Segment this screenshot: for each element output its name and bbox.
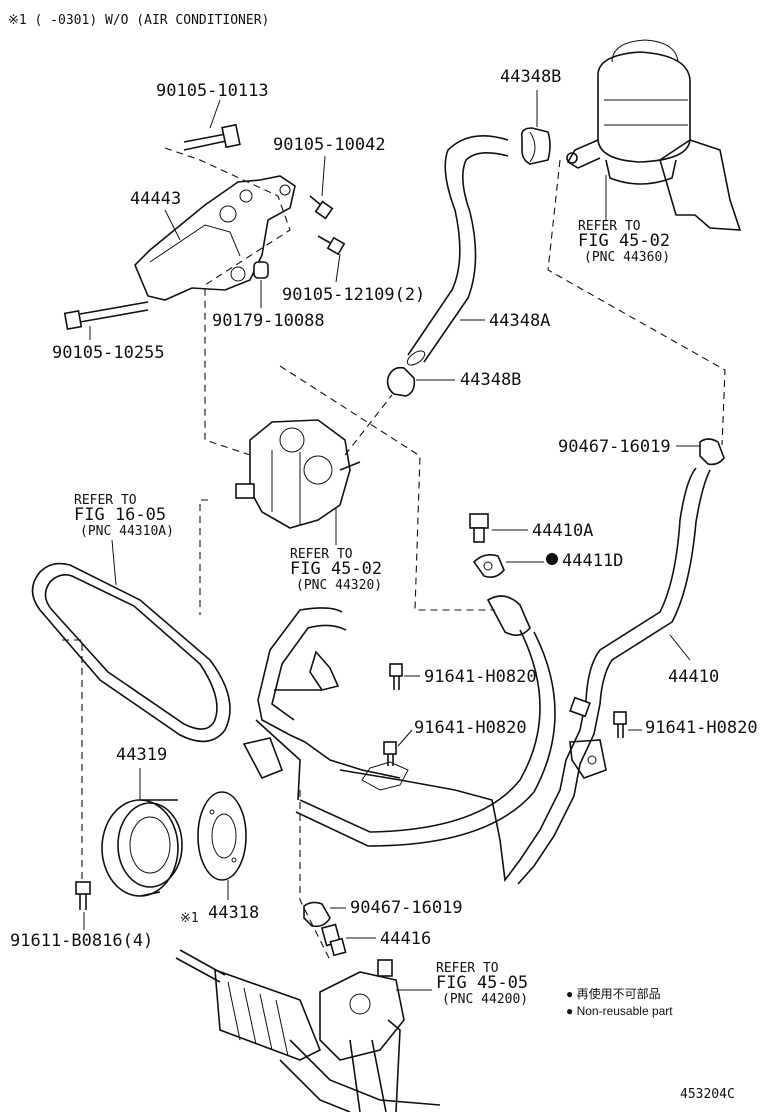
union-44416-drawing [320,923,347,957]
svg-text:(PNC 44310A): (PNC 44310A) [80,524,174,539]
bracket-44443-label: 44443 [130,189,181,209]
svg-text:(PNC 44320): (PNC 44320) [296,578,382,593]
reservoir-ref: REFER TO FIG 45-02 (PNC 44360) [578,219,670,265]
bolt-90105-10113-drawing [183,123,241,151]
pulley-44319-label: 44319 [116,745,167,765]
assembly-line-belt [199,499,208,615]
collar-90179-10088-drawing [253,261,269,279]
bolt-44410a-label: 44410A [532,521,593,541]
svg-text:REFER TO: REFER TO [436,961,499,976]
clip-90467-right-drawing [699,438,725,466]
hose-44348a-label: 44348A [489,311,550,331]
svg-text:REFER TO: REFER TO [74,493,137,508]
assembly-line-pump-tube [279,365,495,611]
gear-ref: REFER TO FIG 45-05 (PNC 44200) [436,961,528,1007]
bolt-90105-12109-label: 90105-12109(2) [282,285,425,305]
bolt-90105-12109-drawing [317,235,346,256]
diagram-code: 453204C [680,1087,735,1102]
svg-text:REFER TO: REFER TO [290,547,353,562]
svg-text:FIG 45-02: FIG 45-02 [290,559,382,579]
pump-ref: REFER TO FIG 45-02 (PNC 44320) [290,547,382,593]
plate-44318-label: 44318 [208,903,259,923]
hose-44348a-drawing [406,134,509,366]
clamp-44348b-mid-label: 44348B [460,370,521,390]
bolt-44410a-drawing [469,513,489,543]
assembly-line-bracket [164,147,291,456]
clip-90467-low-label: 90467-16019 [350,898,463,918]
svg-text:FIG 45-05: FIG 45-05 [436,973,528,993]
legend-english: ● Non-reusable part [566,1004,673,1018]
bolt-90105-12109-leader [335,253,341,283]
header-note: ※1 ( -0301) W/O (AIR CONDITIONER) [8,13,269,28]
clamp-44348b-top-drawing [520,127,551,165]
legend-japanese: ● 再使用不可部品 [566,986,661,1001]
bolt-91641-c-label: 91641-H0820 [645,718,758,738]
clip-90467-low-drawing [303,901,331,928]
bolt-91641-c-drawing [613,711,627,738]
bolt-90105-10042-leader [321,155,326,197]
bolt-91641-b-drawing [383,741,397,766]
bolt-91641-b-label: 91641-H0820 [414,718,527,738]
gasket-44411d-label: 44411D [562,551,623,571]
bolt-90105-10255-drawing [63,301,149,331]
svg-text:(PNC 44200): (PNC 44200) [442,992,528,1007]
gasket-44411d-drawing [472,554,505,578]
svg-text:FIG 45-02: FIG 45-02 [578,231,670,251]
bolt-91641-a-label: 91641-H0820 [424,667,537,687]
bolt-91641-a-drawing [389,663,403,690]
assembly-line-reservoir [547,159,726,446]
plate-44318-mark: ※1 [180,911,199,926]
bolt-90105-10113-leader [209,99,221,129]
bolt-91611-label: 91611-B0816(4) [10,931,153,951]
reservoir-drawing [566,39,742,231]
plate-44318-drawing [197,791,247,881]
pump-drawing [235,419,361,529]
svg-text:FIG 16-05: FIG 16-05 [74,505,166,525]
assembly-line-hose [344,394,393,456]
belt-drawing [31,562,231,743]
tube-bracket-drawing [569,739,607,779]
pulley-44319-drawing [101,799,183,897]
collar-90179-10088-label: 90179-10088 [212,311,325,331]
bolt-91641-b-leader [397,729,413,747]
steering-gear-drawing [175,949,441,1112]
assembly-line-union [299,790,331,961]
svg-text:REFER TO: REFER TO [578,219,641,234]
bolt-90105-10255-label: 90105-10255 [52,343,165,363]
non-reusable-marker [546,553,558,565]
svg-text:(PNC 44360): (PNC 44360) [584,250,670,265]
bolt-91611-drawing [75,881,91,910]
tube-44410-drawing [339,467,711,885]
bolt-90105-10042-drawing [309,195,334,220]
pressure-hose-drawing [242,595,556,847]
union-44416-label: 44416 [380,929,431,949]
tube-44410-label: 44410 [668,667,719,687]
clamp-44348b-mid-drawing [386,366,416,397]
bolt-90105-10113-label: 90105-10113 [156,81,269,101]
bracket-44443-leader [164,209,181,241]
belt-ref: REFER TO FIG 16-05 (PNC 44310A) [74,493,174,539]
bracket-44443-drawing [134,175,296,301]
clip-90467-right-label: 90467-16019 [558,437,671,457]
assembly-line-pulley [62,639,83,880]
bolt-90105-10042-label: 90105-10042 [273,135,386,155]
clamp-44348b-top-label: 44348B [500,67,561,87]
tube-44410-leader [669,634,691,661]
belt-leader [111,539,117,586]
